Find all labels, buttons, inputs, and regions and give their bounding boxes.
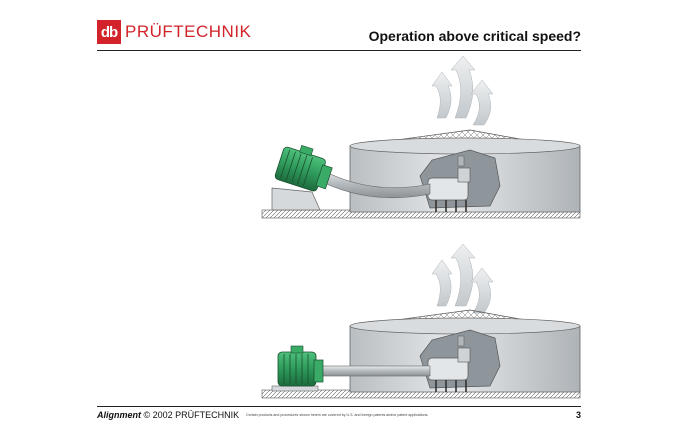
header-divider [97, 50, 581, 51]
logo-mark: db [97, 20, 121, 44]
scene-misaligned [261, 55, 581, 219]
steam-arrows-top [431, 55, 494, 126]
footer-course: Alignment © 2002 PRÜFTECHNIK [97, 410, 239, 420]
motor-top [274, 144, 333, 192]
company-logo: db PRÜFTECHNIK [97, 20, 251, 44]
logo-text: PRÜFTECHNIK [125, 22, 252, 41]
motor-bottom [277, 345, 324, 387]
steam-arrows-bottom [431, 243, 494, 314]
footer-divider [97, 406, 581, 407]
footer-copyright: © 2002 PRÜFTECHNIK [143, 410, 240, 420]
shaft-top [317, 169, 431, 199]
footer-legal: Certain products and procedures shown he… [246, 413, 429, 417]
slide-title: Operation above critical speed? [368, 28, 581, 44]
footer-course-name: Alignment [97, 410, 141, 420]
motor-base-bottom [271, 385, 319, 392]
scene-aligned [261, 243, 581, 399]
page-number: 3 [575, 410, 581, 420]
motor-base-top [271, 187, 321, 211]
shaft-bottom [321, 365, 431, 377]
